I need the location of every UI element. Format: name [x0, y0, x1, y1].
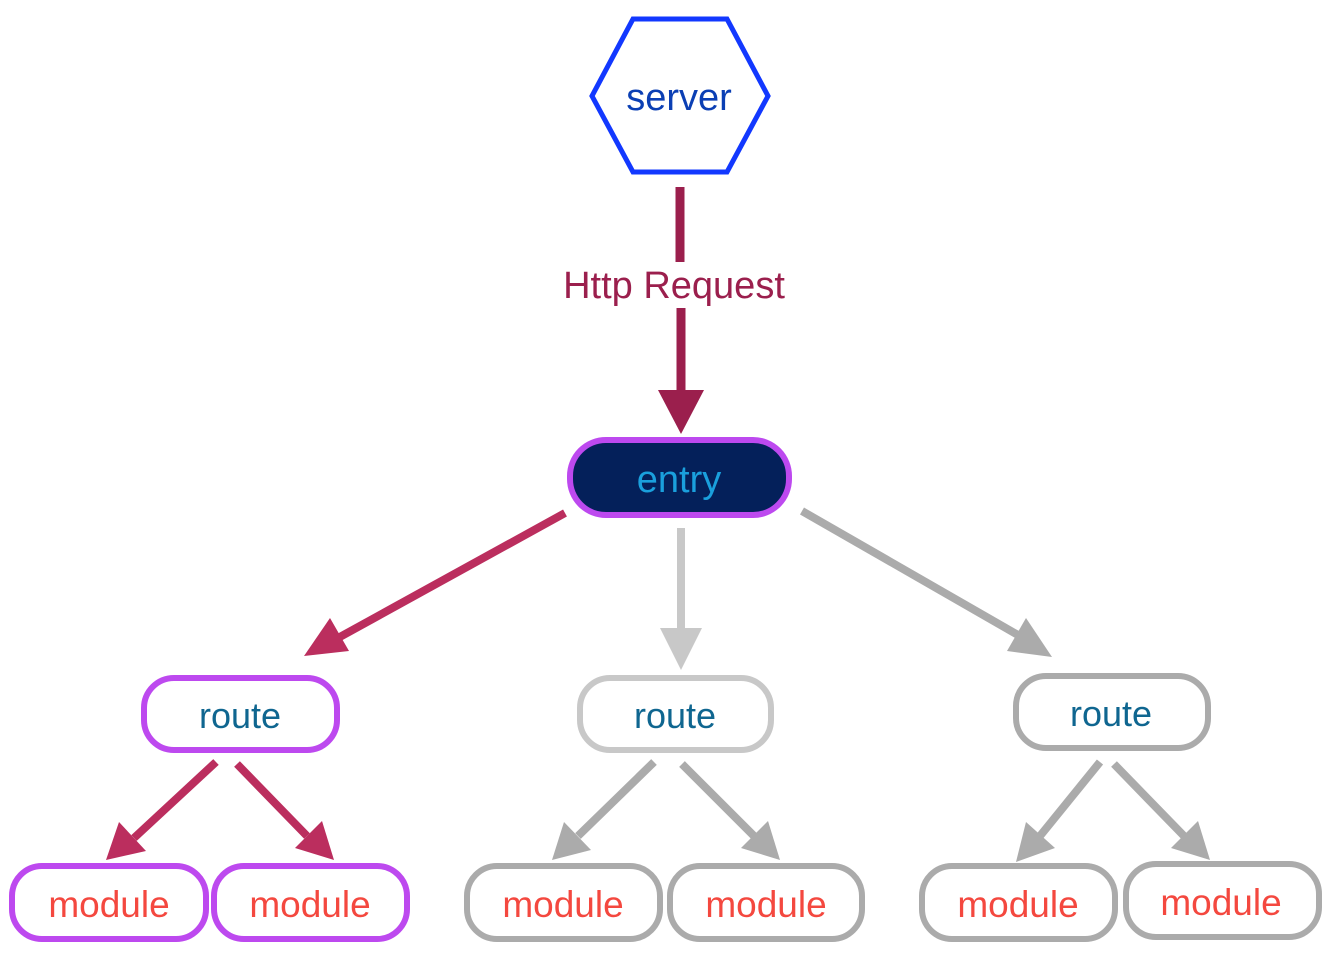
module-node-5	[919, 863, 1118, 942]
route-3-to-module-5-arrow	[1036, 759, 1104, 839]
route-3-to-module-6-arrow	[1111, 761, 1187, 839]
route-2-to-module-3-arrowhead	[552, 822, 591, 860]
route-node-1	[141, 675, 340, 753]
module-node-4	[667, 863, 865, 942]
entry-to-route-2-arrowhead	[660, 628, 702, 670]
route-2-to-module-4-arrow	[679, 761, 757, 839]
entry-to-route-1-arrow	[336, 509, 567, 642]
entry-to-route-1-arrowhead	[304, 618, 349, 656]
route-label-2: route	[634, 695, 716, 736]
route-2-to-module-3-arrow	[575, 759, 657, 839]
module-label-4: module	[705, 884, 826, 925]
http-request-label: Http Request	[563, 265, 785, 307]
module-label-6: module	[1160, 882, 1281, 923]
module-node-2	[211, 863, 410, 942]
route-3-to-module-5-arrowhead	[1016, 822, 1055, 862]
route-node-3	[1013, 673, 1211, 751]
entry-node	[567, 437, 792, 518]
module-node-3	[464, 863, 663, 942]
entry-to-route-3-arrow	[800, 507, 1020, 639]
route-2-to-module-4-arrowhead	[741, 821, 780, 860]
entry-to-route-3-arrowhead	[1007, 618, 1052, 657]
route-1-to-module-2-arrow	[234, 761, 310, 839]
route-1-to-module-1-arrow	[131, 759, 219, 841]
route-label-1: route	[199, 695, 281, 736]
entry-label: entry	[637, 459, 721, 501]
route-1-to-module-1-arrowhead	[106, 822, 146, 860]
module-label-3: module	[502, 884, 623, 925]
module-label-5: module	[957, 884, 1078, 925]
route-3-to-module-6-arrowhead	[1171, 821, 1210, 860]
module-node-6	[1123, 861, 1322, 940]
server-label: server	[626, 77, 732, 119]
module-label-1: module	[48, 884, 169, 925]
route-label-3: route	[1070, 693, 1152, 734]
request-arrowhead	[658, 390, 704, 434]
route-node-2	[577, 675, 774, 753]
route-1-to-module-2-arrowhead	[295, 821, 334, 860]
module-label-2: module	[249, 884, 370, 925]
module-node-1	[9, 863, 209, 942]
server-node	[589, 16, 771, 175]
